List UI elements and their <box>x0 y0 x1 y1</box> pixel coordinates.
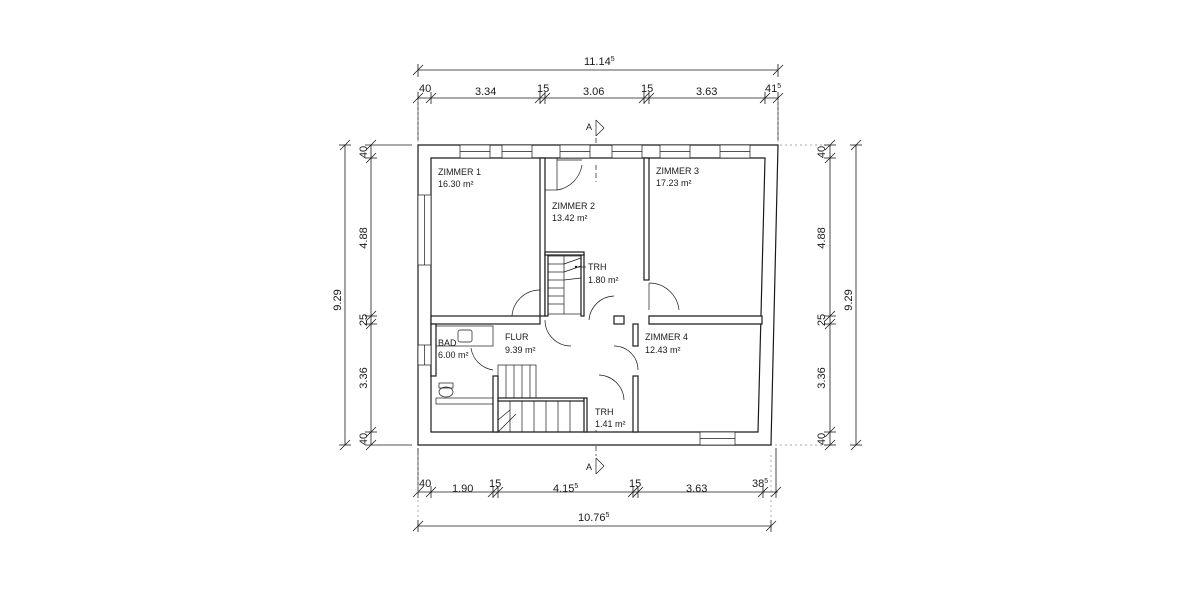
bottom-dim-1: 40 <box>419 478 431 490</box>
right-dim-3: 25 <box>816 314 828 326</box>
svg-text:A: A <box>586 122 592 132</box>
svg-text:16.30 m²: 16.30 m² <box>438 179 474 189</box>
top-dim-4: 3.06 <box>583 86 604 98</box>
bottom-overall-dim: 10.765 <box>578 512 610 524</box>
right-dim-4: 3.36 <box>816 367 828 388</box>
svg-text:12.43 m²: 12.43 m² <box>645 345 681 355</box>
left-dim-3: 25 <box>358 314 370 326</box>
bottom-dimensions: 40 1.90 15 4.155 15 3.63 385 10.765 <box>412 448 782 532</box>
left-dimensions: 9.29 40 4.88 25 3.36 40 <box>332 139 412 451</box>
right-dim-1: 40 <box>816 146 828 158</box>
windows <box>417 144 751 446</box>
svg-text:FLUR: FLUR <box>505 332 529 342</box>
right-dim-2: 4.88 <box>816 227 828 248</box>
svg-text:A: A <box>586 462 592 472</box>
section-mark-top: A <box>586 119 605 182</box>
top-dim-1: 40 <box>419 83 431 95</box>
left-dim-2: 4.88 <box>358 227 370 248</box>
svg-text:TRH: TRH <box>588 262 607 272</box>
bottom-dim-2: 1.90 <box>452 483 473 495</box>
left-overall-dim: 9.29 <box>332 289 344 310</box>
svg-text:ZIMMER 3: ZIMMER 3 <box>656 166 699 176</box>
top-dim-3: 15 <box>537 83 549 95</box>
svg-text:ZIMMER 1: ZIMMER 1 <box>438 167 481 177</box>
svg-text:6.00 m²: 6.00 m² <box>438 350 469 360</box>
svg-text:1.80 m²: 1.80 m² <box>588 275 619 285</box>
exterior-walls <box>417 144 779 446</box>
bottom-dim-4: 4.155 <box>553 483 578 495</box>
room-zimmer-3: ZIMMER 3 17.23 m² <box>656 166 699 188</box>
bottom-dim-7: 385 <box>752 478 768 490</box>
top-overall-dim: 11.145 <box>584 56 615 68</box>
svg-text:17.23 m²: 17.23 m² <box>656 178 692 188</box>
room-flur: FLUR 9.39 m² <box>505 332 536 355</box>
svg-text:TRH: TRH <box>595 407 614 417</box>
svg-text:9.39 m²: 9.39 m² <box>505 345 536 355</box>
left-dim-1: 40 <box>358 146 370 158</box>
room-zimmer-4: ZIMMER 4 12.43 m² <box>645 332 688 355</box>
bottom-dim-6: 3.63 <box>686 483 707 495</box>
bottom-dim-3: 15 <box>489 478 501 490</box>
svg-text:13.42 m²: 13.42 m² <box>552 213 588 223</box>
svg-text:BAD: BAD <box>438 338 457 348</box>
room-trh-lower: TRH 1.41 m² <box>595 407 626 429</box>
top-dimensions: 11.145 40 3.34 15 3.06 15 3.63 415 <box>412 56 784 148</box>
top-dim-2: 3.34 <box>475 86 496 98</box>
room-bad: BAD 6.00 m² <box>438 338 469 360</box>
right-dim-5: 40 <box>816 433 828 445</box>
room-trh-upper: TRH 1.80 m² <box>574 262 619 285</box>
bottom-dim-5: 15 <box>629 478 641 490</box>
doors <box>470 157 680 401</box>
left-dim-5: 40 <box>358 433 370 445</box>
right-dimensions: 40 4.88 25 3.36 40 9.29 <box>770 139 862 451</box>
stairs <box>497 255 585 433</box>
left-dim-4: 3.36 <box>358 367 370 388</box>
room-zimmer-1: ZIMMER 1 16.30 m² <box>438 167 481 189</box>
top-dim-7: 415 <box>765 83 781 95</box>
top-dim-5: 15 <box>641 83 653 95</box>
room-zimmer-2: ZIMMER 2 13.42 m² <box>552 201 595 223</box>
svg-text:ZIMMER 2: ZIMMER 2 <box>552 201 595 211</box>
top-dim-6: 3.63 <box>696 86 717 98</box>
svg-text:ZIMMER 4: ZIMMER 4 <box>645 332 688 342</box>
right-overall-dim: 9.29 <box>843 289 855 310</box>
bath-fixtures <box>435 325 494 405</box>
svg-text:1.41 m²: 1.41 m² <box>595 419 626 429</box>
interior-walls <box>430 157 763 433</box>
